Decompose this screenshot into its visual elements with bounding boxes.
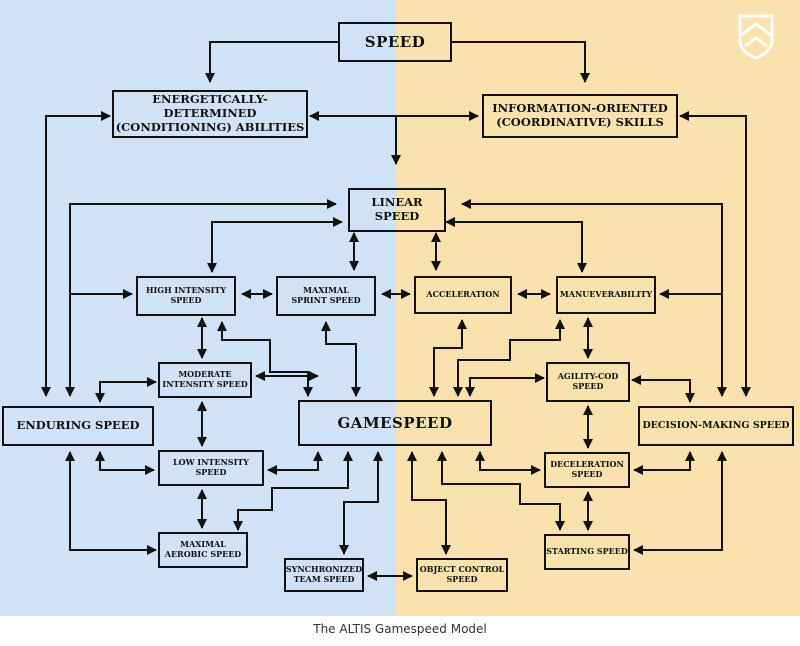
arrow-agility-gamespeed — [465, 373, 545, 397]
arrow-gamespeed-starting — [437, 451, 565, 531]
arrow-information-decision — [679, 111, 751, 397]
node-high-intensity-speed: HIGH INTENSITY SPEED — [136, 276, 236, 316]
arrow-moderate-enduring — [95, 377, 157, 403]
arrow-low-enduring — [95, 451, 155, 475]
node-starting-speed: STARTING SPEED — [544, 534, 630, 570]
arrow-aerobic-enduring — [65, 451, 157, 555]
figure-caption: The ALTIS Gamespeed Model — [313, 622, 487, 636]
node-energetically-determined-abilities: ENERGETICALLY-DETERMINED (CONDITIONING) … — [112, 90, 308, 138]
node-synchronized-team-speed: SYNCHRONIZED TEAM SPEED — [284, 558, 364, 592]
arrow-linear-highintensity — [207, 217, 343, 273]
arrow-energetic-enduring — [41, 111, 111, 397]
node-information-oriented-skills: INFORMATION-ORIENTED (COORDINATIVE) SKIL… — [482, 94, 678, 138]
arrow-linear-enduring — [65, 199, 337, 397]
node-linear-speed: LINEAR SPEED — [348, 188, 446, 232]
node-manueverability: MANUEVERABILITY — [556, 276, 656, 314]
node-deceleration-speed: DECELERATION SPEED — [544, 452, 630, 488]
connector-arrows — [41, 41, 751, 581]
node-gamespeed: GAMESPEED — [298, 400, 492, 446]
arrow-speed-information — [452, 41, 590, 83]
arrow-low-gamespeed — [267, 451, 323, 475]
node-moderate-intensity-speed: MODERATE INTENSITY SPEED — [158, 362, 252, 398]
arrow-speed-energetic — [205, 41, 338, 83]
node-speed: SPEED — [338, 22, 452, 62]
arrow-maximalsprint-gamespeed — [321, 321, 361, 397]
node-enduring-speed: ENDURING SPEED — [2, 406, 154, 446]
altis-shield-logo-icon — [738, 14, 774, 60]
node-decision-making-speed: DECISION-MAKING SPEED — [638, 406, 794, 446]
arrow-manueverability-gamespeed — [453, 319, 565, 397]
arrow-starting-decision — [633, 451, 727, 555]
arrow-gamespeed-objectcontrol — [407, 451, 451, 555]
arrow-gamespeed-deceleration — [475, 451, 541, 475]
node-maximal-sprint-speed: MAXIMAL SPRINT SPEED — [276, 276, 376, 316]
node-object-control-speed: OBJECT CONTROL SPEED — [416, 558, 508, 592]
node-maximal-aerobic-speed: MAXIMAL AEROBIC SPEED — [158, 532, 248, 568]
arrow-deceleration-decision — [633, 451, 695, 475]
arrow-linear-decision — [461, 199, 727, 397]
arrow-linear-manueverability — [445, 217, 587, 273]
arrow-synchronized-gamespeed — [339, 451, 383, 555]
arrow-agility-decision — [631, 375, 695, 403]
node-acceleration: ACCELERATION — [414, 276, 512, 314]
node-agility-cod-speed: AGILITY-COD SPEED — [546, 362, 630, 402]
node-low-intensity-speed: LOW INTENSITY SPEED — [158, 450, 264, 486]
